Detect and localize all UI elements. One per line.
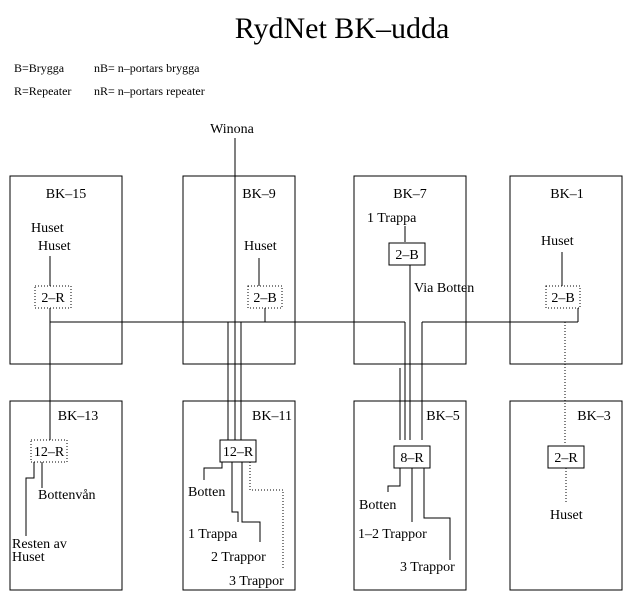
device-label-bk5: 8–R <box>400 451 424 466</box>
legend-repeater: R=Repeater <box>14 84 71 98</box>
device-bk1 <box>545 285 581 309</box>
room-label-bk13: BK–13 <box>58 409 98 424</box>
room-bk9 <box>182 175 296 365</box>
bk1-huset-label: Huset <box>541 234 574 249</box>
bk5-3trappor-label: 3 Trappor <box>400 560 455 575</box>
bk11-botten-link <box>203 462 223 480</box>
bk13-resten-link <box>25 462 35 536</box>
bk13-bottenvan-label: Bottenvån <box>38 488 96 503</box>
bk7-via-botten-label: Via Botten <box>414 281 474 296</box>
bk13-resten-label-1: Resten av <box>12 537 67 552</box>
bk11-trappa-label: 1 Trappa <box>188 527 238 542</box>
bk5-botten-label: Botten <box>359 498 396 513</box>
bk11-3trappor-link <box>249 462 284 568</box>
device-label-bk11: 12–R <box>223 445 254 460</box>
room-bk15 <box>9 175 123 365</box>
room-bk1 <box>509 175 623 365</box>
bk15-huset-label-2: Huset <box>38 239 71 254</box>
bk7-trappa-label: 1 Trappa <box>367 211 417 226</box>
device-label-bk7: 2–B <box>395 248 418 263</box>
room-label-bk11: BK–11 <box>252 409 292 424</box>
room-label-bk5: BK–5 <box>426 409 459 424</box>
bk3-huset-label: Huset <box>550 508 583 523</box>
room-bk11 <box>182 400 296 591</box>
device-bk9 <box>247 285 283 309</box>
bk11-botten-label: Botten <box>188 485 225 500</box>
bk9-huset-label: Huset <box>244 239 277 254</box>
legend-brygga: B=Brygga <box>14 61 65 75</box>
device-bk11 <box>219 439 257 463</box>
room-label-bk7: BK–7 <box>393 187 426 202</box>
device-bk13 <box>30 439 68 463</box>
winona-label: Winona <box>210 122 255 137</box>
bk5-botten-link <box>387 468 401 492</box>
device-label-bk3: 2–R <box>554 451 578 466</box>
device-label-bk13: 12–R <box>34 445 65 460</box>
device-bk15 <box>34 285 72 309</box>
bk13-resten-label-2: Huset <box>12 550 45 565</box>
diagram-title: RydNet BK–udda <box>235 12 450 45</box>
room-label-bk3: BK–3 <box>577 409 610 424</box>
legend-n-port-repeater: nR= n–portars repeater <box>94 84 205 98</box>
device-label-bk15: 2–R <box>41 291 65 306</box>
room-label-bk1: BK–1 <box>550 187 583 202</box>
bk15-huset-label-1: Huset <box>31 221 64 236</box>
bk11-2trappor-link <box>241 462 261 542</box>
bk11-trappa-link <box>231 462 239 522</box>
legend-n-port-brygga: nB= n–portars brygga <box>94 61 200 75</box>
bk11-3trappor-label: 3 Trappor <box>229 574 284 589</box>
device-bk7 <box>388 242 426 266</box>
bk5-12trappor-label: 1–2 Trappor <box>358 527 427 542</box>
device-label-bk1: 2–B <box>551 291 574 306</box>
bk11-2trappor-label: 2 Trappor <box>211 550 266 565</box>
device-label-bk9: 2–B <box>253 291 276 306</box>
room-bk13 <box>9 400 123 591</box>
room-label-bk9: BK–9 <box>242 187 275 202</box>
room-label-bk15: BK–15 <box>46 187 86 202</box>
bk5-3trappor-link <box>423 468 451 560</box>
